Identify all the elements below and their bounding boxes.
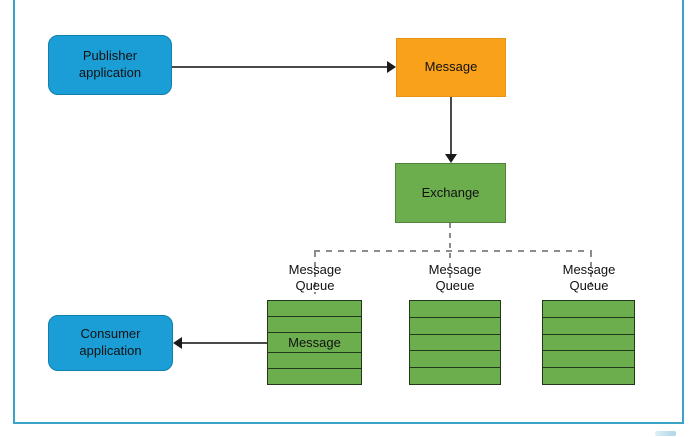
arrowhead-right-icon: [387, 61, 396, 73]
node-exchange-label: Exchange: [421, 184, 480, 200]
queue-2-slot: [410, 301, 500, 318]
slide-frame: [13, 0, 684, 424]
arrow-line-publisher-to-message: [172, 66, 388, 68]
queue-1-slot: [268, 316, 361, 333]
queue-1-slot: [268, 369, 361, 384]
stray-artifact: [655, 431, 676, 436]
queue-1: Message: [267, 300, 362, 385]
dashed-line-to-queue-3: [590, 252, 592, 285]
node-consumer-application: Consumer application: [48, 315, 173, 371]
queue-1-label: Message Queue: [288, 262, 342, 294]
queue-3-slot: [543, 301, 634, 318]
node-publisher-application: Publisher application: [48, 35, 172, 95]
queue-3: [542, 300, 635, 385]
queue-1-message-slot: Message: [268, 332, 361, 354]
queue-1-slot: [268, 301, 361, 317]
queue-2-label: Message Queue: [428, 262, 482, 294]
queue-2: [409, 300, 501, 385]
dashed-line-horizontal: [314, 250, 592, 252]
queue-3-slot: [543, 334, 634, 352]
node-message-label: Message: [424, 59, 478, 75]
queue-3-slot: [543, 317, 634, 335]
queue-3-slot: [543, 351, 634, 369]
queue-2-slot: [410, 317, 500, 335]
queue-3-slot: [543, 368, 634, 384]
queue-2-slot: [410, 351, 500, 369]
node-message: Message: [396, 38, 506, 97]
arrowhead-left-icon: [173, 337, 182, 349]
queue-3-label: Message Queue: [562, 262, 616, 294]
queue-2-slot: [410, 368, 500, 384]
node-consumer-label: Consumer application: [79, 326, 142, 358]
dashed-line-to-queue-1: [314, 252, 316, 294]
queue-1-slot: [268, 353, 361, 370]
node-publisher-label: Publisher application: [78, 48, 142, 80]
queue-2-slot: [410, 334, 500, 352]
arrow-line-message-to-exchange: [450, 97, 452, 154]
arrowhead-down-icon: [445, 154, 457, 163]
dashed-line-exchange-center: [449, 223, 451, 283]
arrow-line-queue-to-consumer: [181, 342, 267, 344]
node-exchange: Exchange: [395, 163, 506, 223]
